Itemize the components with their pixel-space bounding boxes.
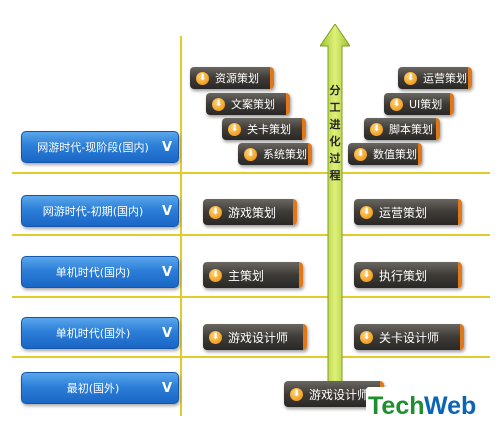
download-arrow-icon: ⬇ — [404, 71, 417, 85]
logo-web-text: Web — [424, 392, 476, 420]
role-label: 数值策划 — [373, 148, 417, 161]
download-arrow-icon: ⬇ — [209, 268, 222, 282]
arrow-char: 过 — [329, 152, 341, 165]
role-pill[interactable]: ⬇ 系统策划 — [238, 143, 312, 165]
era-button-online-early[interactable]: 网游时代-初期(国内) V — [21, 195, 179, 227]
download-arrow-icon: ⬇ — [360, 330, 373, 344]
role-pill[interactable]: ⬇ 游戏策划 — [203, 199, 297, 225]
divider-line — [12, 234, 490, 236]
arrow-char: 进 — [329, 118, 341, 131]
vertical-divider — [180, 36, 182, 416]
download-arrow-icon: ⬇ — [360, 268, 373, 282]
role-label: 脚本策划 — [389, 123, 433, 136]
era-button-origin[interactable]: 最初(国外) V — [21, 372, 179, 404]
role-pill[interactable]: ⬇ 主策划 — [203, 262, 303, 288]
era-button-single-domestic[interactable]: 单机时代(国内) V — [21, 256, 179, 288]
check-icon: V — [161, 139, 173, 155]
logo-tech-text: Tech — [368, 392, 425, 420]
era-label: 单机时代(国外) — [55, 327, 131, 340]
role-pill[interactable]: ⬇ 资源策划 — [190, 67, 274, 89]
era-label: 网游时代-现阶段(国内) — [37, 141, 149, 154]
role-label: 关卡策划 — [247, 123, 291, 136]
check-icon: V — [161, 264, 173, 280]
role-pill[interactable]: ⬇ UI策划 — [384, 93, 454, 115]
era-label: 最初(国外) — [66, 382, 120, 395]
download-arrow-icon: ⬇ — [360, 205, 373, 219]
role-pill[interactable]: ⬇ 文案策划 — [206, 93, 290, 115]
era-label: 单机时代(国内) — [55, 266, 131, 279]
role-label: 游戏策划 — [228, 205, 277, 220]
download-arrow-icon: ⬇ — [196, 71, 209, 85]
arrow-label: 分 工 进 化 过 程 — [327, 82, 343, 184]
role-pill[interactable]: ⬇ 关卡策划 — [222, 118, 306, 140]
check-icon: V — [161, 203, 173, 219]
role-label: 游戏设计师 — [228, 330, 289, 345]
role-label: 资源策划 — [215, 72, 259, 85]
download-arrow-icon: ⬇ — [390, 97, 403, 111]
check-icon: V — [161, 380, 173, 396]
techweb-logo: Tech Web — [366, 387, 492, 421]
arrow-char: 程 — [329, 169, 341, 182]
role-label: 文案策划 — [231, 98, 275, 111]
divider-line — [12, 296, 490, 298]
role-label: 执行策划 — [379, 268, 428, 283]
role-label: 主策划 — [228, 268, 265, 283]
role-pill[interactable]: ⬇ 运营策划 — [398, 67, 472, 89]
role-label: 系统策划 — [263, 148, 307, 161]
role-pill[interactable]: ⬇ 运营策划 — [354, 199, 462, 225]
download-arrow-icon: ⬇ — [212, 97, 225, 111]
role-pill[interactable]: ⬇ 执行策划 — [354, 262, 462, 288]
arrow-char: 工 — [329, 101, 341, 114]
role-pill[interactable]: ⬇ 关卡设计师 — [354, 324, 464, 350]
divider-line — [12, 172, 490, 174]
check-icon: V — [161, 325, 173, 341]
download-arrow-icon: ⬇ — [244, 147, 257, 161]
role-pill[interactable]: ⬇ 游戏设计师 — [203, 324, 307, 350]
era-label: 网游时代-初期(国内) — [42, 205, 144, 218]
role-label: 运营策划 — [379, 205, 428, 220]
role-label: 游戏设计师 — [309, 387, 370, 402]
arrow-char: 分 — [329, 84, 341, 97]
download-arrow-icon: ⬇ — [290, 387, 303, 401]
arrow-char: 化 — [329, 135, 341, 148]
role-label: 关卡设计师 — [379, 330, 440, 345]
download-arrow-icon: ⬇ — [228, 122, 241, 136]
evolution-arrow — [320, 24, 350, 384]
role-pill[interactable]: ⬇ 数值策划 — [348, 143, 422, 165]
download-arrow-icon: ⬇ — [370, 122, 383, 136]
era-button-single-foreign[interactable]: 单机时代(国外) V — [21, 317, 179, 349]
download-arrow-icon: ⬇ — [209, 205, 222, 219]
download-arrow-icon: ⬇ — [209, 330, 222, 344]
role-pill[interactable]: ⬇ 脚本策划 — [364, 118, 440, 140]
role-label: UI策划 — [409, 98, 443, 111]
download-arrow-icon: ⬇ — [354, 147, 367, 161]
era-button-online-current[interactable]: 网游时代-现阶段(国内) V — [21, 131, 179, 163]
divider-line — [12, 356, 490, 358]
role-label: 运营策划 — [423, 72, 467, 85]
